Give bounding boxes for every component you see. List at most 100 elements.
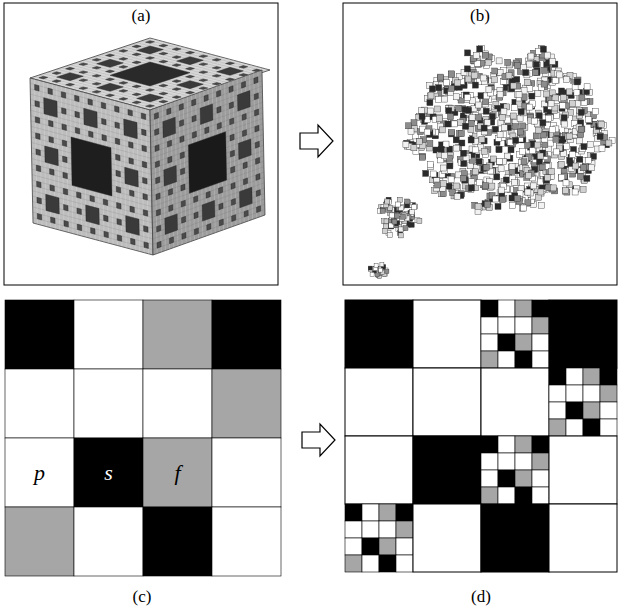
- cube-fragment: [437, 116, 443, 122]
- cube-fragment: [509, 163, 515, 169]
- cube-fragment: [503, 177, 509, 183]
- cube-fragment: [580, 186, 586, 192]
- cube-fragment: [482, 52, 488, 58]
- sponge-hole: [226, 62, 235, 65]
- grid-cell: [481, 487, 498, 504]
- sponge-hole: [181, 200, 185, 207]
- cube-fragment: [496, 147, 502, 153]
- cube-fragment: [496, 147, 502, 153]
- sponge-hole: [155, 145, 159, 152]
- cube-fragment: [500, 197, 506, 203]
- cube-fragment: [553, 136, 559, 142]
- cube-fragment: [445, 121, 451, 127]
- sponge-hole: [167, 108, 171, 115]
- sponge-hole: [52, 80, 61, 83]
- cube-fragment: [517, 129, 523, 135]
- sponge-hole: [159, 100, 168, 103]
- cube-fragment: [428, 93, 434, 99]
- sponge-hole: [97, 59, 124, 67]
- sponge-hole: [172, 96, 181, 99]
- cube-fragment: [549, 127, 555, 133]
- sponge-hole: [230, 118, 234, 125]
- sponge-hole: [256, 206, 260, 213]
- sponge-hole: [132, 45, 141, 48]
- cube-fragment: [588, 141, 594, 147]
- sponge-hole: [207, 224, 211, 231]
- grid-cell: [549, 368, 566, 385]
- cube-fragment: [406, 123, 412, 129]
- sponge-hole: [172, 64, 181, 67]
- cube-fragment: [537, 159, 543, 165]
- grid-cell: [481, 300, 498, 317]
- sponge-hole: [192, 131, 196, 138]
- grid-cell: [481, 470, 498, 487]
- sponge-hole: [115, 138, 120, 145]
- grid-cell: [532, 453, 549, 470]
- cube-fragment: [498, 187, 504, 193]
- cube-fragment: [580, 165, 586, 171]
- cube-fragment: [518, 185, 524, 191]
- cube-fragment: [477, 46, 483, 52]
- sponge-hole: [125, 167, 139, 187]
- sponge-hole: [115, 106, 120, 113]
- grid-cell: [396, 521, 413, 538]
- cube-fragment: [427, 100, 433, 106]
- cube-fragment: [387, 233, 392, 238]
- sponge-hole: [104, 215, 109, 222]
- sponge-hole: [244, 210, 248, 217]
- cube-fragment: [525, 79, 531, 85]
- sponge-hole: [52, 72, 61, 75]
- sponge-hole: [37, 181, 42, 188]
- grid-cell: [549, 436, 617, 504]
- cube-face: [150, 70, 265, 255]
- sponge-hole: [155, 161, 159, 168]
- cube-fragment: [495, 203, 501, 209]
- sponge-hole: [115, 122, 120, 129]
- cube-fragment: [589, 165, 595, 171]
- cube-fragment: [383, 229, 388, 234]
- sponge-hole: [177, 57, 204, 65]
- cube-fragment: [481, 125, 487, 131]
- grid-cell: [5, 369, 74, 438]
- panel-label: (d): [468, 588, 494, 607]
- sponge-hole: [119, 82, 128, 85]
- cube-fragment: [465, 76, 471, 82]
- grid-cell: [532, 317, 549, 334]
- cube-fragment: [531, 118, 537, 124]
- grid-cell: [143, 369, 212, 438]
- sponge-hole: [165, 214, 178, 235]
- sponge-hole: [64, 221, 69, 228]
- cube-fragment: [539, 164, 545, 170]
- cube-fragment: [451, 120, 457, 126]
- sponge-hole: [231, 166, 235, 173]
- sponge-hole: [219, 203, 223, 210]
- cube-fragment: [514, 196, 520, 202]
- sponge-hole: [242, 130, 246, 137]
- sponge-hole: [92, 74, 101, 77]
- sponge-hole: [36, 165, 41, 172]
- grid-cell: [583, 419, 600, 436]
- grid-cell: [481, 351, 498, 368]
- cube-fragment: [448, 71, 454, 77]
- grid-cell: [498, 351, 515, 368]
- grid-cell: p: [5, 438, 74, 507]
- sponge-hole: [49, 120, 54, 127]
- sponge-hole: [159, 60, 168, 63]
- grid-cell: [566, 385, 583, 402]
- grid-cell: [413, 368, 481, 436]
- sponge-hole: [45, 146, 59, 166]
- grid-cell: [345, 538, 362, 555]
- sponge-hole: [256, 190, 260, 197]
- cube-fragment: [521, 159, 527, 165]
- grid-cell: [212, 507, 281, 576]
- sponge-hole: [186, 51, 195, 54]
- sponge-hole: [128, 109, 133, 116]
- cube-fragment: [418, 108, 424, 114]
- grid-cell: [549, 504, 617, 572]
- sponge-hole: [51, 217, 56, 224]
- cube-fragment: [567, 133, 573, 139]
- grid-cell: [74, 438, 143, 507]
- grid-cell: [532, 436, 549, 453]
- grid-cell: [532, 487, 549, 504]
